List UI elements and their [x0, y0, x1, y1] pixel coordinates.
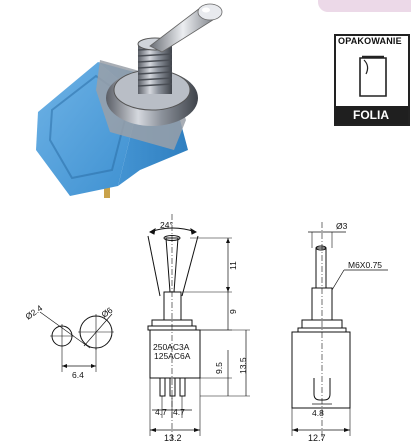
bushing-outline — [163, 291, 182, 321]
dim-bushing-height: 9 — [228, 309, 238, 314]
packaging-label: OPAKOWANIE — [338, 36, 402, 46]
dim-terminal-pitch-a: 4.7 — [155, 407, 167, 417]
angle-label: 24° — [160, 220, 173, 230]
foil-bag-icon — [359, 55, 387, 97]
dim-body-depth: 12.7 — [308, 433, 326, 443]
dim-total-body-height: 13.5 — [238, 357, 248, 374]
rating-line-1: 250AC3A — [153, 342, 190, 352]
dim-hole-spacing: 6.4 — [72, 370, 84, 380]
rating-line-2: 125AC6A — [154, 351, 191, 361]
corner-decoration — [318, 0, 411, 12]
dim-body-width: 13.2 — [164, 433, 182, 443]
thread-label: M6X0.75 — [348, 260, 382, 270]
packaging-type-label: FOLIA — [334, 106, 408, 124]
lever-diameter-label: Ø3 — [336, 221, 348, 231]
side-lever-outline — [315, 247, 327, 289]
side-body-outline — [291, 331, 351, 409]
dim-body-height: 9.5 — [214, 362, 224, 374]
packaging-badge: OPAKOWANIE FOLIA — [334, 34, 410, 126]
hole-small-diameter: Ø2.4 — [23, 303, 44, 322]
dim-lever-height: 11 — [228, 261, 238, 270]
dim-terminal-spacing: 4.8 — [312, 408, 324, 418]
dim-terminal-pitch-b: 4.7 — [173, 407, 185, 417]
product-photo — [36, 3, 223, 198]
